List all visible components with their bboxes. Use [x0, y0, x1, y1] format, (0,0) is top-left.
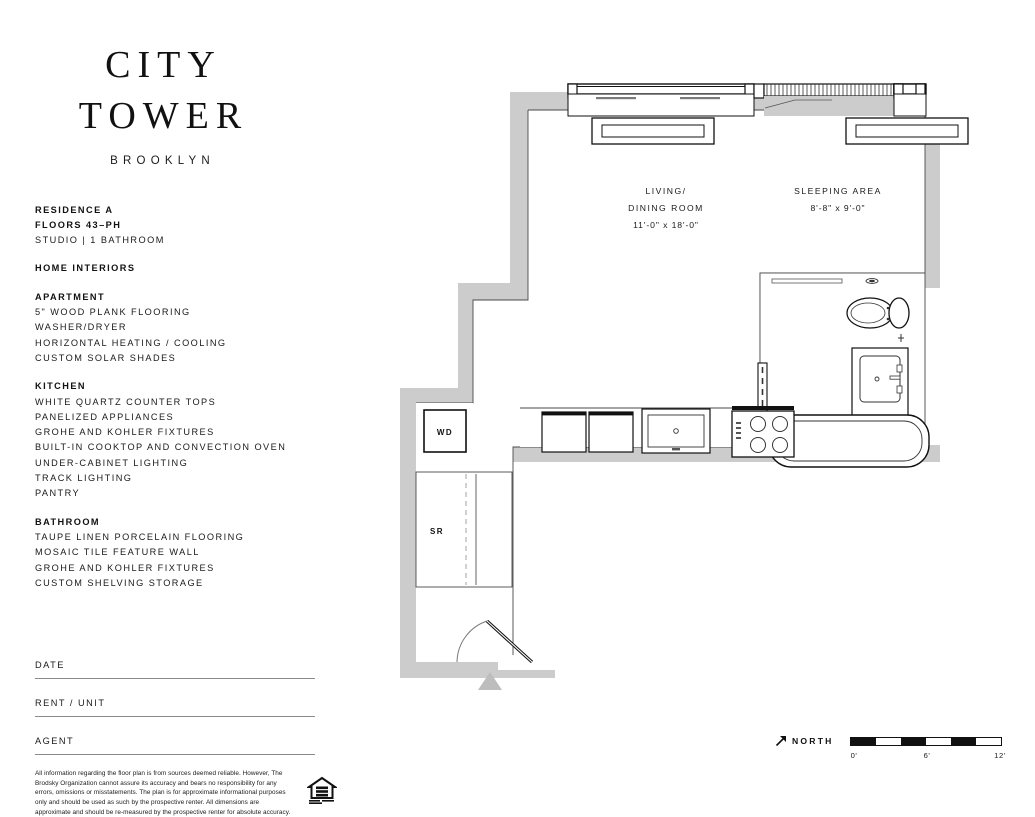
spec-item: MOSAIC TILE FEATURE WALL — [35, 547, 200, 558]
bathtub-icon — [768, 414, 930, 468]
north-label: NORTH — [792, 736, 834, 746]
compass-and-scale: NORTH 0' 6' 12' — [775, 735, 1015, 775]
north-arrow-icon — [775, 736, 786, 747]
sink-icon — [641, 408, 711, 454]
disclaimer-text: All information regarding the floor plan… — [35, 770, 291, 816]
closet-sr: SR — [415, 471, 513, 588]
scale-tick: 12' — [994, 751, 1006, 760]
residence-type: STUDIO | 1 BATHROOM — [35, 235, 165, 246]
spec-item: BUILT-IN COOKTOP AND CONVECTION OVEN — [35, 442, 287, 453]
room-label-living: LIVING/ — [645, 186, 686, 196]
form-label: DATE — [35, 660, 65, 671]
spec-item: GROHE AND KOHLER FIXTURES — [35, 427, 215, 438]
spec-item: PANELIZED APPLIANCES — [35, 411, 175, 422]
window-unit-left — [567, 83, 755, 117]
form-label: RENT / UNIT — [35, 698, 106, 709]
residence-name: RESIDENCE A — [35, 204, 114, 215]
scale-tick: 0' — [850, 751, 858, 760]
convector-units — [591, 117, 969, 145]
scale-segment — [951, 738, 976, 745]
entry-door[interactable] — [456, 619, 534, 664]
scale-segment — [976, 738, 1001, 745]
cabinet-icon-1 — [541, 411, 587, 453]
convector-right — [845, 117, 969, 145]
spec-item: CUSTOM SHELVING STORAGE — [35, 577, 204, 588]
room-label-sleeping: SLEEPING AREA — [794, 186, 882, 196]
form-row-date[interactable]: DATE — [35, 653, 315, 680]
bathroom — [757, 272, 930, 468]
brand-name-line1: CITY — [105, 44, 222, 86]
scale-bar — [850, 737, 1002, 746]
spec-item: CUSTOM SOLAR SHADES — [35, 352, 177, 363]
floor-plan: LIVING/ DINING ROOM 11'-0" x 18'-0" SLEE… — [380, 70, 1000, 720]
scale-ticks: 0' 6' 12' — [850, 751, 1006, 763]
spec-item: 5" WOOD PLANK FLOORING — [35, 307, 191, 318]
bathroom-shelf — [771, 278, 879, 284]
window-pier-hatched — [753, 83, 895, 116]
scale-segment — [851, 738, 876, 745]
cooktop-icon — [731, 406, 795, 458]
window-unit-right-visible — [893, 83, 927, 117]
entry-marker-icon — [478, 672, 502, 690]
info-panel: CITY TOWER BROOKLYN RESIDENCE A FLOORS 4… — [35, 40, 339, 817]
spec-group-apartment: APARTMENT 5" WOOD PLANK FLOORING WASHER/… — [35, 290, 320, 366]
spec-item: TAUPE LINEN PORCELAIN FLOORING — [35, 531, 245, 542]
room-labels: LIVING/ DINING ROOM 11'-0" x 18'-0" SLEE… — [628, 186, 882, 230]
disclaimer: All information regarding the floor plan… — [35, 769, 339, 817]
closets: WD SR — [415, 403, 513, 588]
spec-group-heading: KITCHEN — [35, 381, 86, 392]
spec-item: HORIZONTAL HEATING / COOLING — [35, 337, 227, 348]
spec-item: WHITE QUARTZ COUNTER TOPS — [35, 396, 217, 407]
specifications: RESIDENCE A FLOORS 43–PH STUDIO | 1 BATH… — [35, 203, 320, 592]
residence-floors: FLOORS 43–PH — [35, 219, 122, 230]
form-row-agent[interactable]: AGENT — [35, 731, 315, 756]
listing-form: DATE RENT / UNIT AGENT — [35, 653, 315, 756]
spec-item: GROHE AND KOHLER FIXTURES — [35, 562, 215, 573]
form-label: AGENT — [35, 736, 75, 747]
spec-group-kitchen: KITCHEN WHITE QUARTZ COUNTER TOPS PANELI… — [35, 379, 320, 501]
scale-segment — [876, 738, 901, 745]
brand-location: BROOKLYN — [110, 154, 215, 167]
room-dimensions-living: 11'-0" x 18'-0" — [633, 220, 699, 230]
kitchen — [520, 406, 795, 458]
brand-logo: CITY TOWER BROOKLYN — [35, 40, 285, 167]
closet-wd: WD — [416, 403, 473, 461]
pocket-door-icon[interactable] — [757, 362, 768, 412]
scale-segment — [926, 738, 951, 745]
floor-plan-drawing: LIVING/ DINING ROOM 11'-0" x 18'-0" SLEE… — [400, 80, 1000, 690]
spec-item: TRACK LIGHTING — [35, 473, 133, 484]
cabinet-icon-2 — [588, 411, 634, 453]
convector-left — [591, 117, 715, 145]
spec-group-heading: APARTMENT — [35, 291, 106, 302]
form-row-rent-unit[interactable]: RENT / UNIT — [35, 693, 315, 718]
toilet-icon — [846, 297, 910, 329]
interior-floor — [416, 110, 925, 662]
equal-housing-opportunity-icon — [305, 774, 339, 806]
brand-name-line2: TOWER — [78, 95, 249, 138]
room-dimensions-sleeping: 8'-8" x 9'-0" — [811, 203, 866, 213]
vanity-sink-icon — [851, 334, 909, 417]
scale-segment — [901, 738, 926, 745]
home-interiors-title: HOME INTERIORS — [35, 263, 136, 274]
closet-label-wd: WD — [437, 428, 453, 437]
closet-label-sr: SR — [430, 527, 444, 536]
room-label-dining: DINING ROOM — [628, 203, 704, 213]
spec-group-bathroom: BATHROOM TAUPE LINEN PORCELAIN FLOORING … — [35, 515, 320, 591]
spec-item: PANTRY — [35, 488, 81, 499]
north-indicator: NORTH — [775, 735, 834, 747]
scale-tick: 6' — [923, 751, 931, 760]
spec-item: UNDER-CABINET LIGHTING — [35, 457, 189, 468]
spec-group-heading: BATHROOM — [35, 516, 101, 527]
spec-item: WASHER/DRYER — [35, 322, 127, 333]
